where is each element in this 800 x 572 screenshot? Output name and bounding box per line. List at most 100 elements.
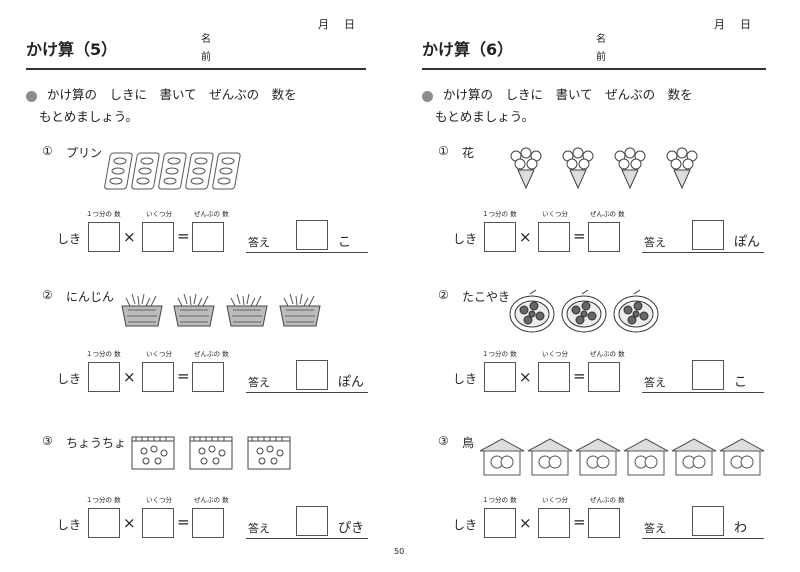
answer-unit: ぴき: [338, 521, 365, 536]
groups-column-label: いくつ分: [542, 350, 568, 358]
per-one-column-label: １つ分の 数: [482, 350, 517, 358]
name-field-label: 名 前: [596, 34, 606, 63]
problem-number: ②: [438, 288, 449, 302]
times-sign: ×: [123, 368, 136, 386]
equals-sign: =: [177, 367, 190, 385]
per-one-answer-box[interactable]: [88, 362, 120, 392]
equals-sign: =: [177, 513, 190, 531]
times-sign: ×: [519, 514, 532, 532]
per-one-answer-box[interactable]: [484, 362, 516, 392]
total-column-label: ぜんぶの 数: [194, 210, 229, 218]
answer-label: 答え: [248, 376, 270, 389]
answer-underline: [246, 252, 368, 253]
equals-sign: =: [573, 227, 586, 245]
total-answer-box[interactable]: [192, 222, 224, 252]
answer-unit: ぽん: [734, 235, 761, 250]
total-column-label: ぜんぶの 数: [590, 350, 625, 358]
per-one-column-label: １つ分の 数: [482, 210, 517, 218]
groups-column-label: いくつ分: [146, 496, 172, 504]
answer-underline: [246, 392, 368, 393]
total-column-label: ぜんぶの 数: [194, 350, 229, 358]
groups-column-label: いくつ分: [542, 210, 568, 218]
answer-underline: [642, 392, 764, 393]
problem-number: ③: [438, 434, 449, 448]
date-field: 月日: [714, 16, 766, 32]
total-answer-box[interactable]: [588, 508, 620, 538]
page-number: 50: [394, 547, 405, 556]
takoyaki-plate-icon: [509, 289, 659, 333]
answer-underline: [642, 252, 764, 253]
header-rule: [422, 68, 766, 70]
answer-unit: ぽん: [338, 375, 365, 390]
name-field-label: 名 前: [201, 34, 211, 63]
worksheet-title: かけ算（5）: [26, 40, 118, 59]
times-sign: ×: [123, 228, 136, 246]
problem-label: にんじん: [66, 290, 115, 304]
total-answer-box[interactable]: [588, 222, 620, 252]
answer-unit: こ: [734, 375, 748, 390]
answer-unit: わ: [734, 521, 748, 536]
shiki-label: しき: [453, 232, 478, 246]
answer-label: 答え: [248, 522, 270, 535]
day-label: 日: [344, 18, 356, 31]
shiki-label: しき: [453, 518, 478, 532]
problem-label: 花: [462, 146, 475, 160]
groups-answer-box[interactable]: [538, 508, 570, 538]
groups-answer-box[interactable]: [142, 222, 174, 252]
times-sign: ×: [519, 368, 532, 386]
date-field: 月日: [318, 16, 370, 32]
equals-sign: =: [573, 513, 586, 531]
final-answer-box[interactable]: [296, 506, 328, 536]
final-answer-box[interactable]: [692, 506, 724, 536]
carrot-basket-icon: [121, 293, 321, 327]
instruction-text: かけ算の しきに 書いて ぜんぶの 数を もとめましょう。: [435, 87, 693, 124]
birdhouse-icon: [479, 438, 765, 476]
answer-label: 答え: [248, 236, 270, 249]
total-column-label: ぜんぶの 数: [590, 210, 625, 218]
groups-answer-box[interactable]: [538, 222, 570, 252]
flower-bouquet-icon: [510, 147, 698, 190]
per-one-answer-box[interactable]: [88, 508, 120, 538]
answer-label: 答え: [644, 236, 666, 249]
total-answer-box[interactable]: [192, 362, 224, 392]
shiki-label: しき: [57, 372, 82, 386]
groups-column-label: いくつ分: [542, 496, 568, 504]
groups-column-label: いくつ分: [146, 350, 172, 358]
problem-number: ②: [42, 288, 53, 302]
groups-answer-box[interactable]: [142, 508, 174, 538]
answer-label: 答え: [644, 376, 666, 389]
bullet-icon: [26, 91, 37, 102]
shiki-label: しき: [57, 232, 82, 246]
shiki-label: しき: [453, 372, 478, 386]
per-one-answer-box[interactable]: [484, 508, 516, 538]
worksheet-title: かけ算（6）: [422, 40, 514, 59]
left-worksheet: 月日 かけ算（5） 名 前 かけ算の しきに 書いて ぜんぶの 数を もとめまし…: [0, 0, 400, 560]
per-one-answer-box[interactable]: [88, 222, 120, 252]
problem-label: たこやき: [462, 290, 511, 304]
times-sign: ×: [123, 514, 136, 532]
per-one-column-label: １つ分の 数: [86, 210, 121, 218]
final-answer-box[interactable]: [692, 360, 724, 390]
per-one-answer-box[interactable]: [484, 222, 516, 252]
equals-sign: =: [177, 227, 190, 245]
final-answer-box[interactable]: [296, 360, 328, 390]
butterfly-cage-icon: [131, 436, 291, 470]
total-column-label: ぜんぶの 数: [590, 496, 625, 504]
equals-sign: =: [573, 367, 586, 385]
header-rule: [26, 68, 366, 70]
instruction-text: かけ算の しきに 書いて ぜんぶの 数を もとめましょう。: [39, 87, 297, 124]
groups-answer-box[interactable]: [142, 362, 174, 392]
problem-label: 鳥: [462, 436, 475, 450]
answer-underline: [246, 538, 368, 539]
per-one-column-label: １つ分の 数: [482, 496, 517, 504]
problem-number: ③: [42, 434, 53, 448]
shiki-label: しき: [57, 518, 82, 532]
groups-answer-box[interactable]: [538, 362, 570, 392]
per-one-column-label: １つ分の 数: [86, 496, 121, 504]
day-label: 日: [740, 18, 752, 31]
total-answer-box[interactable]: [588, 362, 620, 392]
right-worksheet: 月日: [400, 0, 800, 560]
final-answer-box[interactable]: [692, 220, 724, 250]
final-answer-box[interactable]: [296, 220, 328, 250]
total-answer-box[interactable]: [192, 508, 224, 538]
